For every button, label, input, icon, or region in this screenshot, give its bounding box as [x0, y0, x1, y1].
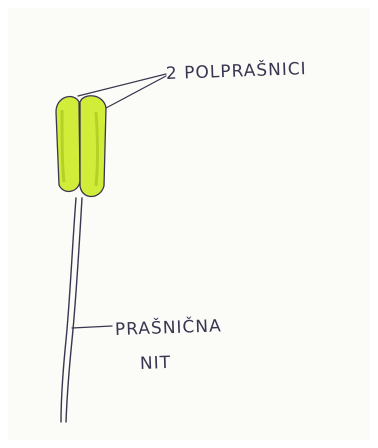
- anther-left: [56, 97, 80, 192]
- filament-leader-line: [72, 326, 112, 328]
- filament-label-line2: NIT: [140, 353, 172, 374]
- anther-right: [80, 96, 106, 197]
- filament: [61, 198, 82, 422]
- filament-label-line1: PRAŠNIČNA: [115, 316, 222, 340]
